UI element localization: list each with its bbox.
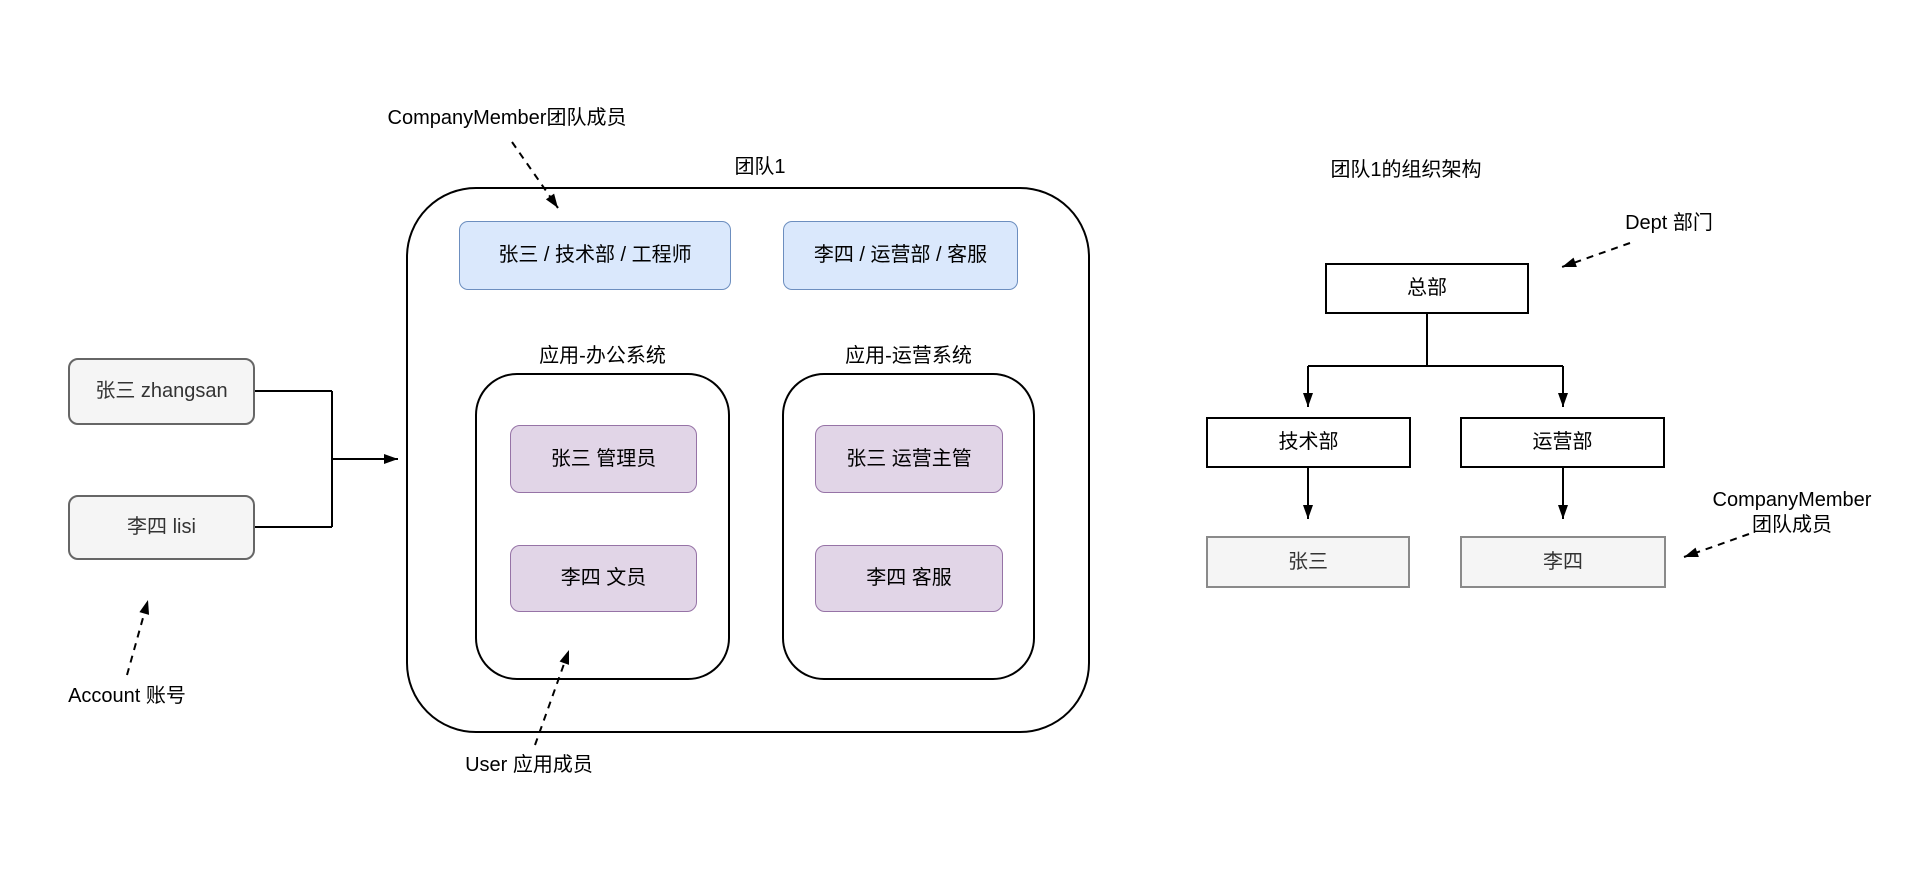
app2-user-node-zhangsan: 张三 运营主管 — [815, 425, 1003, 493]
org-chart-title: 团队1的组织架构 — [1330, 159, 1482, 181]
account-node-lisi: 李四 lisi — [68, 495, 255, 560]
account-junction-lines — [255, 390, 398, 528]
org-root-node: 总部 — [1325, 263, 1529, 314]
org-dept-node-tech: 技术部 — [1206, 417, 1411, 468]
app1-user-node-lisi: 李四 文员 — [510, 545, 697, 612]
org-dept-node-ops: 运营部 — [1460, 417, 1665, 468]
org-tree-lines — [1303, 314, 1568, 519]
team-title: 团队1 — [734, 156, 786, 178]
companymember2-annotation-line1: CompanyMember — [1712, 489, 1872, 511]
org-member-node-zhangsan: 张三 — [1206, 536, 1410, 588]
team-member-node-zhangsan: 张三 / 技术部 / 工程师 — [459, 221, 731, 290]
team-member-node-lisi: 李四 / 运营部 / 客服 — [783, 221, 1018, 290]
companymember-annotation-label: CompanyMember团队成员 — [387, 107, 627, 129]
app2-title: 应用-运营系统 — [845, 345, 972, 367]
account-node-zhangsan: 张三 zhangsan — [68, 358, 255, 425]
companymember2-annotation-line2: 团队成员 — [1752, 514, 1832, 536]
dept-annotation-label: Dept 部门 — [1625, 212, 1713, 234]
app2-user-node-lisi: 李四 客服 — [815, 545, 1003, 612]
team-container — [406, 187, 1090, 733]
user-annotation-arrow — [534, 649, 570, 746]
account-annotation-arrow — [126, 599, 150, 676]
companymember2-annotation-arrow — [1683, 533, 1750, 558]
companymember-annotation-arrow — [511, 141, 559, 209]
account-annotation-label: Account 账号 — [68, 685, 186, 707]
companymember2-annotation-label: CompanyMember 团队成员 — [1692, 488, 1892, 538]
dept-annotation-arrow — [1561, 242, 1631, 268]
user-annotation-label: User 应用成员 — [465, 754, 593, 776]
annotation-arrows — [126, 141, 1750, 746]
app1-title: 应用-办公系统 — [539, 345, 666, 367]
app1-container — [475, 373, 730, 680]
org-member-node-lisi: 李四 — [1460, 536, 1666, 588]
app1-user-node-zhangsan: 张三 管理员 — [510, 425, 697, 493]
app2-container — [782, 373, 1035, 680]
